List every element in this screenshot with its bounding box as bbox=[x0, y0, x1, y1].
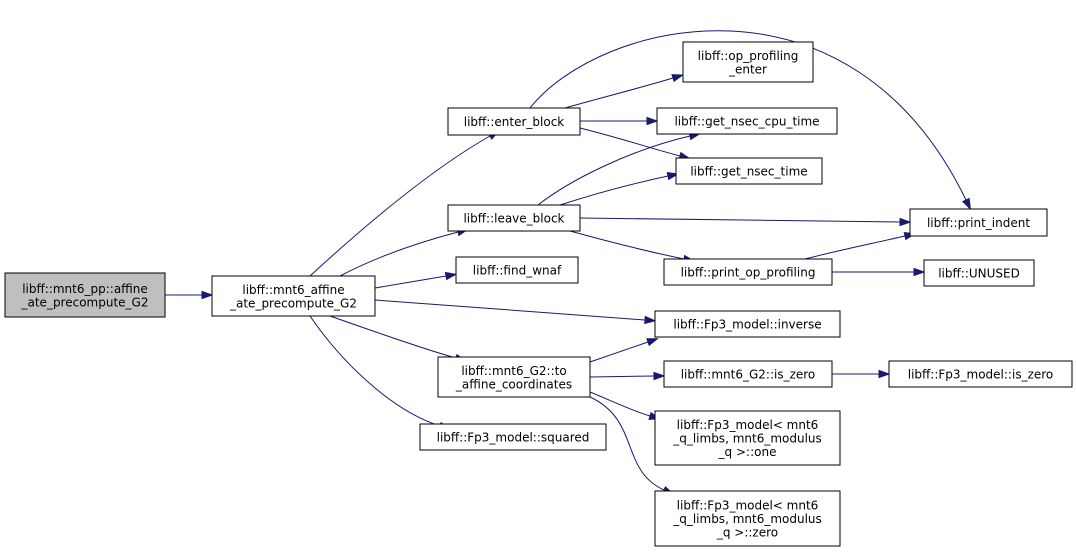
node-box bbox=[654, 310, 841, 338]
node-label-line: _q >::zero bbox=[716, 526, 778, 540]
arrowhead-root-to-main bbox=[201, 290, 214, 300]
node-box bbox=[682, 41, 814, 83]
node-box bbox=[656, 107, 838, 135]
node-box bbox=[4, 272, 166, 318]
node-fp3-one[interactable]: libff::Fp3_model< mnt6_q_limbs, mnt6_mod… bbox=[654, 410, 841, 466]
arrowhead-main-to-find_wnaf bbox=[444, 271, 458, 281]
edge-enter_block-to-nsec_time bbox=[579, 127, 681, 157]
edge-main-to-squared bbox=[309, 315, 441, 427]
edge-leave_block-to-print_op_prof bbox=[569, 230, 685, 260]
node-box bbox=[455, 256, 579, 284]
arrowhead-g2_is_zero-to-fp3_is_zero bbox=[878, 369, 891, 379]
node-layer: libff::mnt6_pp::affine_ate_precompute_G2… bbox=[4, 41, 1073, 547]
node-box bbox=[663, 360, 833, 388]
node-label-line: libff::Fp3_model< mnt6 bbox=[677, 418, 819, 432]
arrowhead-main-to-inverse bbox=[644, 315, 657, 325]
arrowhead-to_affine-to-g2_is_zero bbox=[653, 371, 666, 381]
edge-to_affine-to-fp3_zero bbox=[589, 396, 665, 491]
node-label-line: _ate_precompute_G2 bbox=[21, 295, 149, 309]
node-label-line: _ate_precompute_G2 bbox=[229, 296, 357, 310]
node-label-line: libff::op_profiling bbox=[698, 49, 799, 63]
node-box bbox=[675, 157, 823, 185]
node-label-line: libff::Fp3_model::squared bbox=[437, 431, 590, 445]
node-label-line: libff::UNUSED bbox=[938, 267, 1020, 281]
node-label-line: libff::get_nsec_cpu_time bbox=[674, 115, 819, 129]
edge-main-to-enter_block bbox=[309, 135, 491, 277]
edge-to_affine-to-g2_is_zero bbox=[589, 375, 655, 378]
node-g2-is-zero[interactable]: libff::mnt6_G2::is_zero bbox=[663, 360, 833, 388]
node-label-line: libff::print_indent bbox=[927, 216, 1030, 230]
edge-to_affine-to-inverse bbox=[589, 341, 649, 363]
arrowhead-leave_block-to-nsec_time bbox=[666, 171, 680, 181]
edge-enter_block-to-op_prof_enter bbox=[564, 77, 674, 109]
node-label-line: _q_limbs, mnt6_modulus bbox=[672, 512, 822, 526]
node-box bbox=[909, 208, 1048, 237]
node-enter-block[interactable]: libff::enter_block bbox=[447, 107, 581, 136]
node-op-prof-enter[interactable]: libff::op_profiling_enter bbox=[682, 41, 814, 83]
node-label-line: libff::print_op_profiling bbox=[681, 266, 816, 280]
node-to-affine[interactable]: libff::mnt6_G2::to_affine_coordinates bbox=[437, 356, 591, 398]
edge-print_op_prof-to-print_indent bbox=[804, 235, 906, 260]
node-label-line: _q >::one bbox=[718, 445, 777, 459]
node-main[interactable]: libff::mnt6_affine_ate_precompute_G2 bbox=[211, 275, 376, 317]
node-cpu-time[interactable]: libff::get_nsec_cpu_time bbox=[656, 107, 838, 135]
node-label-line: libff::mnt6_affine bbox=[242, 283, 344, 297]
node-print-op-prof[interactable]: libff::print_op_profiling bbox=[663, 258, 833, 286]
arrowhead-print_op_prof-to-unused bbox=[913, 267, 926, 277]
node-label-line: libff::Fp3_model::inverse bbox=[673, 318, 821, 332]
node-label-line: _affine_coordinates bbox=[455, 377, 572, 391]
node-box bbox=[211, 275, 376, 317]
node-label-line: libff::enter_block bbox=[464, 115, 565, 129]
node-label-line: libff::get_nsec_time bbox=[690, 165, 807, 179]
node-box bbox=[923, 259, 1035, 287]
node-label-line: libff::mnt6_pp::affine bbox=[22, 282, 148, 296]
node-label-line: libff::Fp3_model::is_zero bbox=[908, 368, 1054, 382]
node-fp3-is-zero[interactable]: libff::Fp3_model::is_zero bbox=[888, 360, 1073, 388]
node-box bbox=[447, 204, 581, 232]
arrowhead-enter_block-to-op_prof_enter bbox=[671, 74, 685, 83]
node-unused[interactable]: libff::UNUSED bbox=[923, 259, 1035, 287]
node-root[interactable]: libff::mnt6_pp::affine_ate_precompute_G2 bbox=[4, 272, 166, 318]
node-box bbox=[888, 360, 1073, 388]
arrowhead-to_affine-to-inverse bbox=[646, 338, 659, 347]
edge-main-to-to_affine bbox=[329, 315, 457, 359]
edge-layer bbox=[165, 30, 972, 495]
node-find-wnaf[interactable]: libff::find_wnaf bbox=[455, 256, 579, 284]
edge-to_affine-to-fp3_one bbox=[589, 391, 651, 417]
node-inverse[interactable]: libff::Fp3_model::inverse bbox=[654, 310, 841, 338]
node-box bbox=[663, 258, 833, 286]
edge-leave_block-to-nsec_time bbox=[559, 175, 669, 206]
arrowhead-enter_block-to-print_indent bbox=[961, 197, 972, 211]
node-label-line: libff::leave_block bbox=[463, 212, 564, 226]
node-box bbox=[419, 423, 607, 451]
node-box bbox=[447, 107, 581, 136]
node-squared[interactable]: libff::Fp3_model::squared bbox=[419, 423, 607, 451]
node-label-line: libff::mnt6_G2::is_zero bbox=[681, 368, 816, 382]
node-box bbox=[654, 410, 841, 466]
node-label-line: libff::Fp3_model< mnt6 bbox=[677, 499, 819, 513]
node-label-line: libff::mnt6_G2::to bbox=[461, 364, 566, 378]
node-print-indent[interactable]: libff::print_indent bbox=[909, 208, 1048, 237]
edge-main-to-inverse bbox=[374, 299, 646, 321]
node-fp3-zero[interactable]: libff::Fp3_model< mnt6_q_limbs, mnt6_mod… bbox=[654, 490, 841, 547]
edge-leave_block-to-cpu_time bbox=[537, 135, 691, 206]
edge-main-to-find_wnaf bbox=[374, 275, 447, 289]
node-nsec-time[interactable]: libff::get_nsec_time bbox=[675, 157, 823, 185]
node-box bbox=[437, 356, 591, 398]
arrowhead-enter_block-to-cpu_time bbox=[646, 116, 659, 126]
node-label-line: libff::find_wnaf bbox=[473, 264, 562, 278]
edge-enter_block-to-print_indent bbox=[529, 30, 967, 201]
node-label-line: _enter bbox=[728, 62, 767, 76]
edge-main-to-leave_block bbox=[339, 231, 459, 277]
arrowhead-leave_block-to-print_indent bbox=[899, 217, 912, 227]
edge-leave_block-to-print_indent bbox=[579, 217, 901, 223]
node-box bbox=[654, 490, 841, 547]
node-label-line: _q_limbs, mnt6_modulus bbox=[672, 432, 822, 446]
node-leave-block[interactable]: libff::leave_block bbox=[447, 204, 581, 232]
